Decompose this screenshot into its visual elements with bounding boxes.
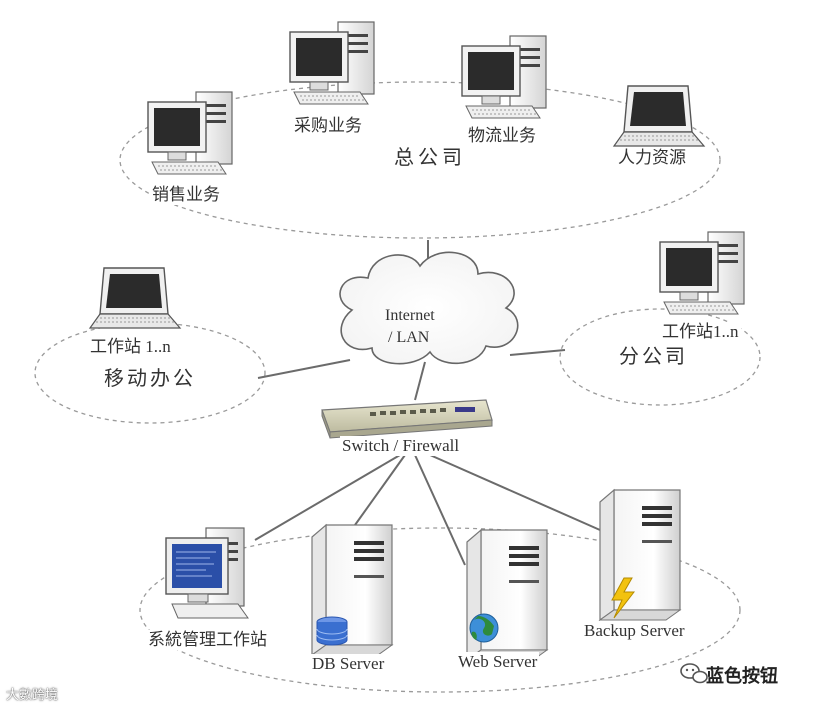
lightning-icon	[611, 577, 636, 619]
switch-icon	[321, 399, 493, 439]
branch-office-zone	[559, 308, 761, 406]
watermark-right: 蓝色按钮	[706, 662, 778, 688]
internet-label-line2: / LAN	[388, 329, 430, 346]
logistics-label: 物流业务	[466, 126, 538, 146]
admin-workstation-icon	[165, 527, 249, 619]
server-zone	[139, 527, 741, 693]
admin-workstation-label: 系統管理工作站	[146, 630, 269, 650]
hr-label: 人力资源	[616, 148, 688, 168]
branch-workstation-label: 工作站1..n	[660, 322, 741, 342]
cloud-icon	[339, 251, 519, 365]
head-office-label: 总公司	[394, 145, 466, 169]
purchasing-label: 采购业务	[292, 116, 364, 136]
mobile-workstation-label: 工作站 1..n	[88, 337, 173, 357]
branch-office-label: 分公司	[619, 344, 688, 368]
internet-label-line1: Internet	[385, 307, 435, 324]
desktop-computer-icon	[147, 91, 233, 175]
backup-server-label: Backup Server	[582, 621, 687, 641]
connection-lines	[254, 240, 601, 566]
watermark-left: 大數跨境	[6, 688, 59, 703]
switch-label: Switch / Firewall	[340, 436, 462, 456]
watermark-right-text: 蓝色按钮	[706, 666, 778, 687]
database-icon	[316, 616, 348, 646]
mobile-office-label: 移动办公	[104, 366, 196, 390]
desktop-computer-icon	[289, 21, 375, 105]
wechat-icon	[680, 663, 708, 684]
db-server-label: DB Server	[310, 654, 387, 674]
web-server-label: Web Server	[456, 652, 540, 672]
laptop-icon	[613, 85, 705, 147]
head-office-zone	[119, 81, 721, 239]
laptop-icon	[89, 267, 181, 329]
desktop-computer-icon	[659, 231, 745, 315]
sales-label: 销售业务	[150, 185, 222, 205]
desktop-computer-icon	[461, 35, 547, 119]
globe-icon	[469, 613, 499, 643]
